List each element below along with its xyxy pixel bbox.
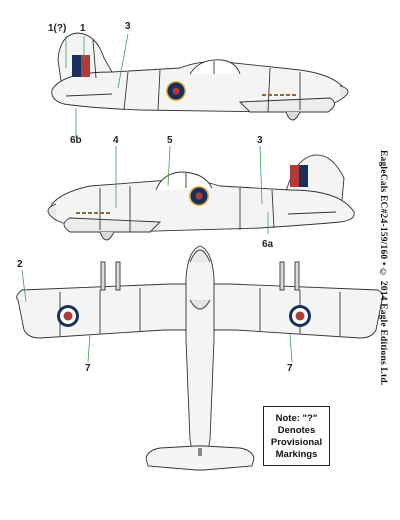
callout-7-left: 7	[85, 363, 91, 374]
spinner	[47, 203, 57, 221]
callout-1-provisional: 1(?)	[48, 23, 67, 34]
callout-1: 1	[80, 23, 86, 34]
note-line-2: Denotes	[277, 425, 316, 436]
callout-7-right: 7	[287, 363, 293, 374]
credit-text: EagleCals EC#24-159/160 • © 2014 Eagle E…	[378, 150, 388, 386]
callout-3-mid: 3	[257, 135, 263, 146]
callout-4: 4	[113, 135, 119, 146]
callout-3-top: 3	[125, 21, 131, 32]
callout-2: 2	[17, 259, 23, 270]
underwing-roundel-left	[57, 305, 79, 327]
side-profile-right	[47, 154, 355, 241]
note-line-4: Markings	[275, 449, 318, 460]
callout-6a: 6a	[262, 239, 274, 250]
fuselage-roundel-mid	[189, 186, 209, 206]
callout-5: 5	[167, 135, 173, 146]
fin-flash	[290, 165, 299, 187]
side-profile-left	[51, 32, 349, 121]
fuselage-plan	[185, 245, 215, 471]
fuselage-roundel-top	[166, 81, 186, 101]
fin-flash	[72, 55, 81, 77]
canopy	[155, 171, 213, 191]
note-box: Note: "?" Denotes Provisional Markings	[263, 406, 330, 466]
plan-view-underside	[16, 245, 384, 471]
underwing-roundel-right	[289, 305, 311, 327]
note-line-1: Note: "?"	[275, 413, 318, 424]
leader-lines	[21, 33, 293, 363]
lower-wing	[238, 97, 335, 113]
lower-wing	[63, 217, 162, 233]
spinner	[339, 85, 349, 101]
tailplane	[145, 445, 255, 471]
note-line-3: Provisional	[270, 437, 323, 448]
canopy	[189, 59, 241, 75]
callout-6b: 6b	[70, 135, 82, 146]
